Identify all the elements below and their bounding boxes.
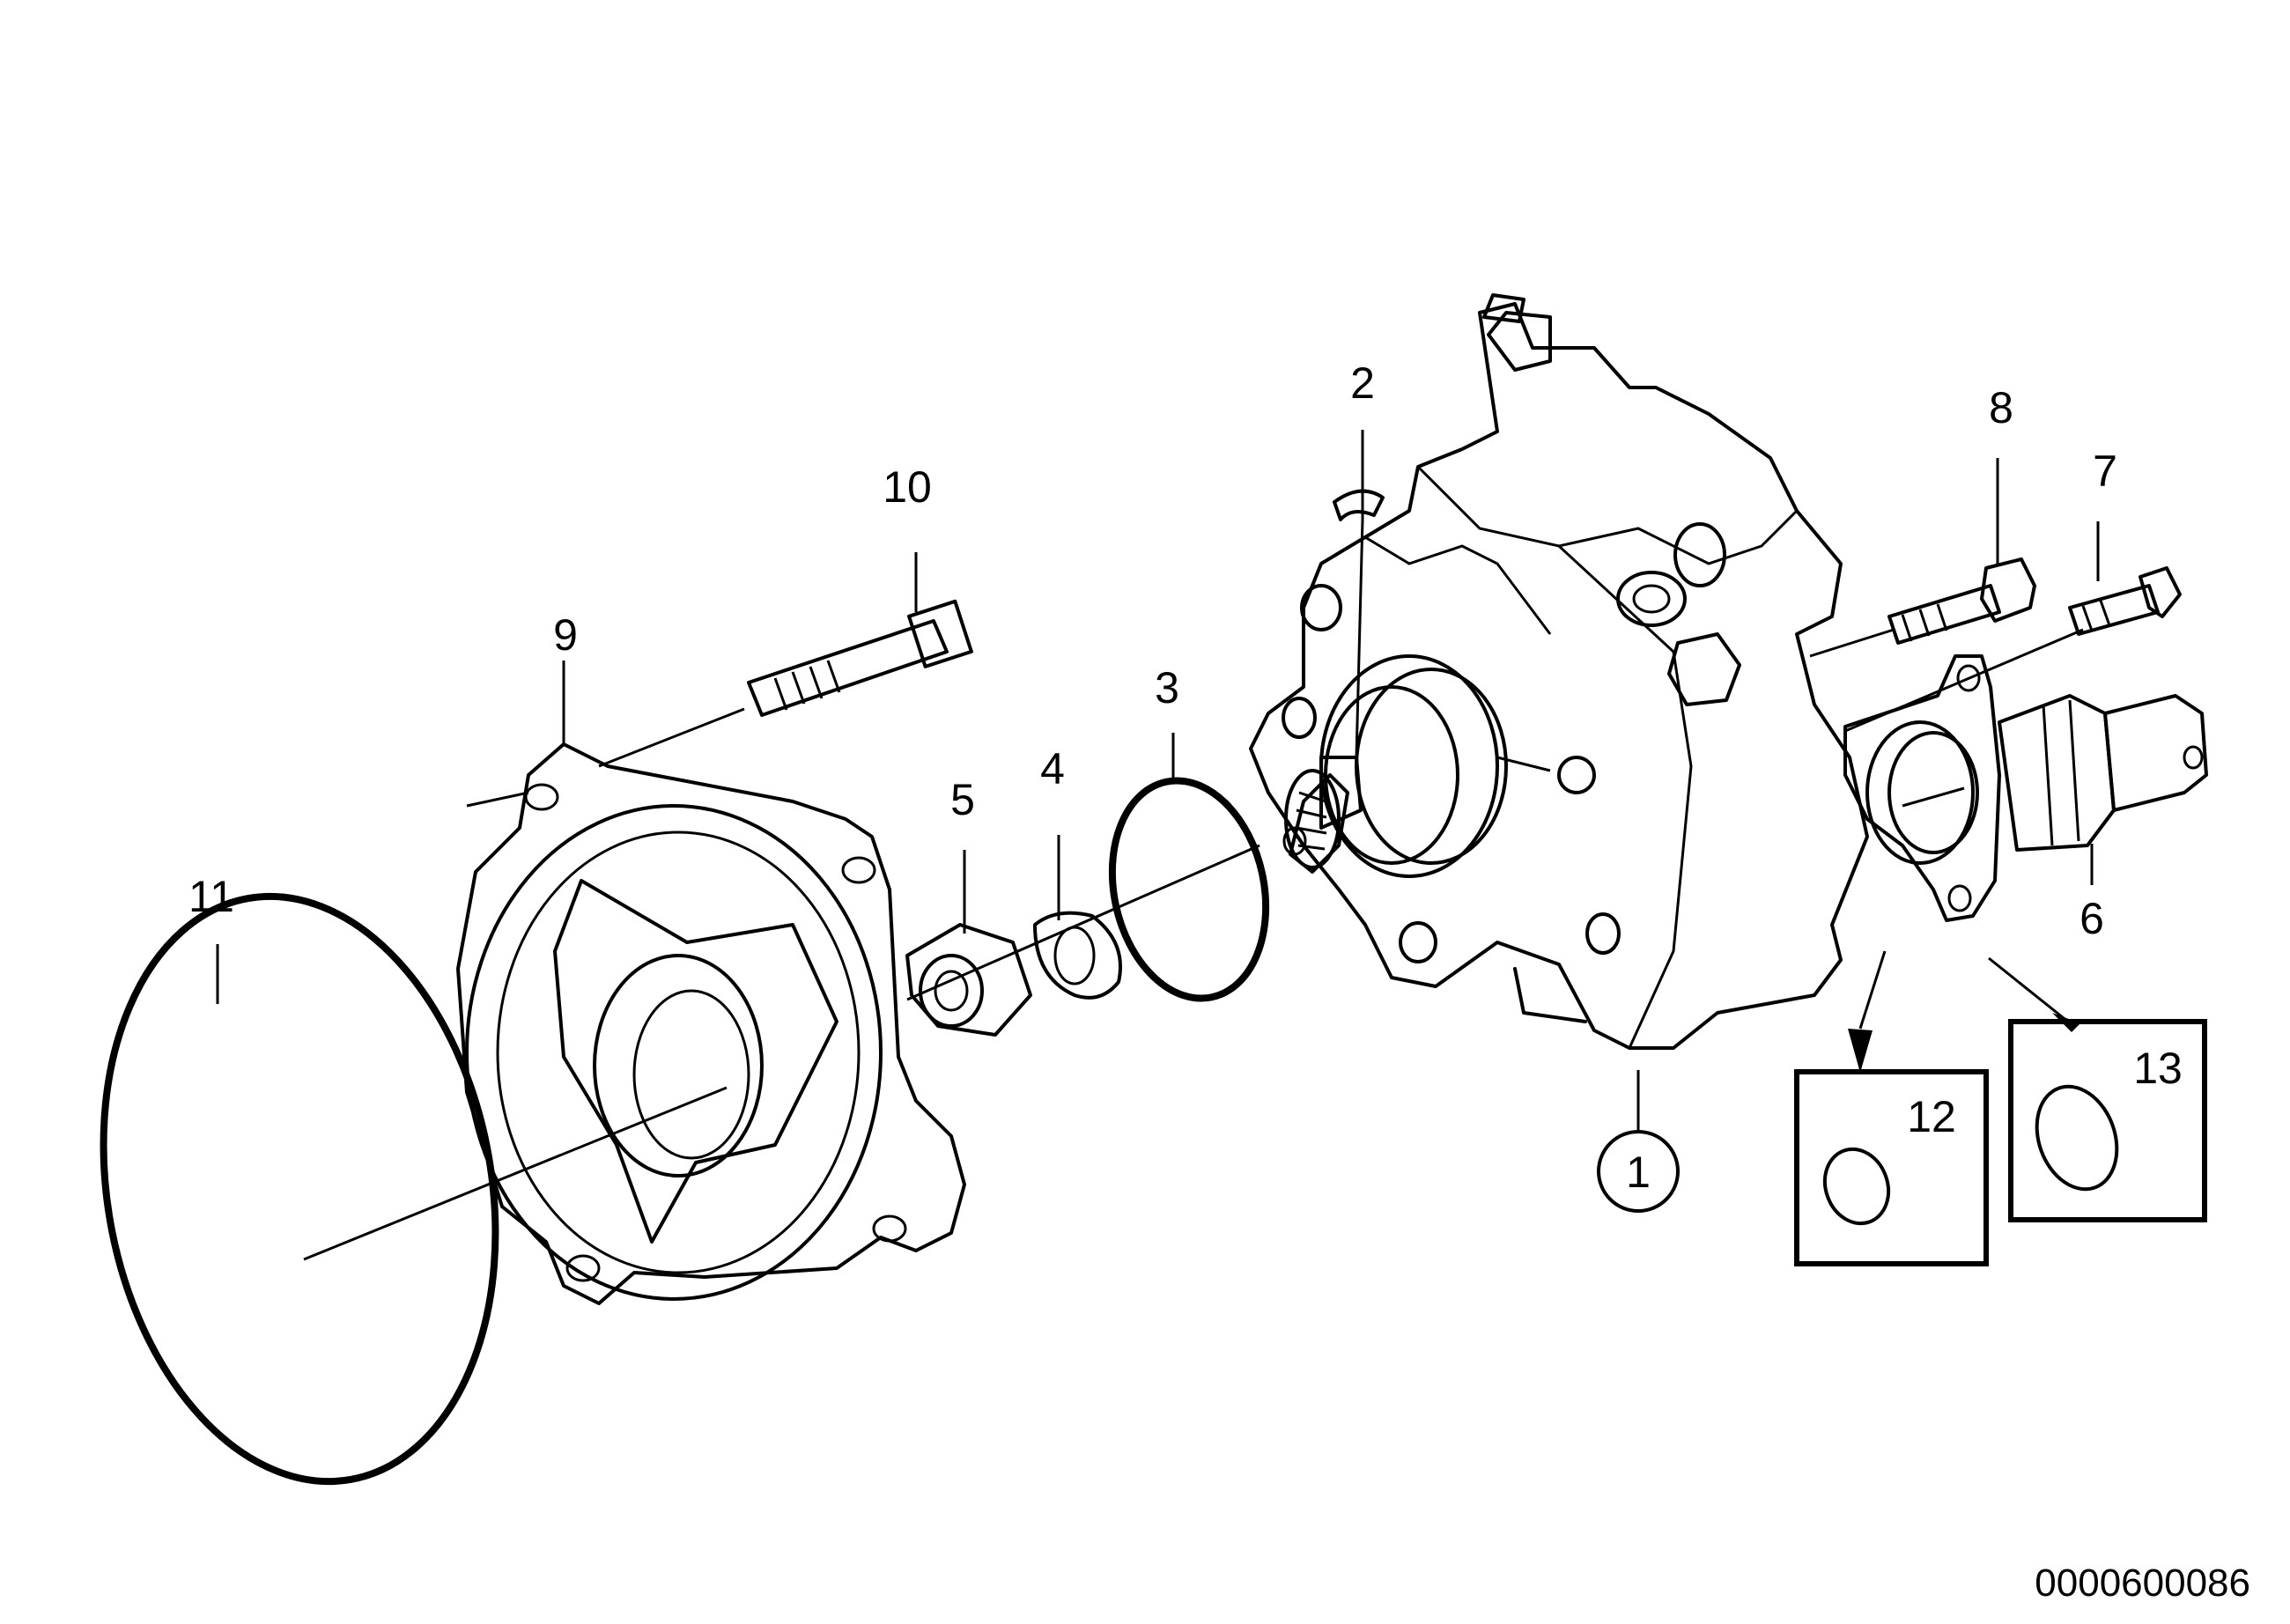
inset-box-12 bbox=[1794, 1029, 1989, 1266]
callout-11: 11 bbox=[188, 872, 234, 921]
callout-8: 8 bbox=[1989, 383, 2013, 432]
callout-12: 12 bbox=[1907, 1092, 1956, 1141]
part-10-bolt bbox=[747, 599, 973, 717]
callout-4: 4 bbox=[1040, 744, 1065, 794]
callout-7: 7 bbox=[2093, 447, 2117, 496]
part-7-screw bbox=[2068, 566, 2182, 636]
part-8-bolt bbox=[1887, 557, 2036, 645]
part-3-oring bbox=[1108, 777, 1270, 1002]
callout-5: 5 bbox=[950, 775, 975, 824]
callout-9: 9 bbox=[553, 610, 578, 660]
reference-code: 0000600086 bbox=[2035, 1561, 2250, 1605]
callout-1: 1 bbox=[1626, 1148, 1651, 1197]
assembly-axis-lines bbox=[303, 628, 2084, 1261]
part-5-hex-nut bbox=[905, 923, 1032, 1037]
inset-box-13 bbox=[2008, 1013, 2207, 1222]
part-11-oring bbox=[100, 892, 499, 1486]
callout-leaders bbox=[216, 430, 2100, 1132]
part-9-cover-plate bbox=[456, 742, 966, 1305]
callout-6: 6 bbox=[2079, 894, 2104, 943]
callout-2: 2 bbox=[1350, 358, 1375, 408]
part-6-regulator-valve bbox=[1843, 654, 2208, 922]
callout-1-circle bbox=[1597, 1130, 1680, 1213]
part-2-woodruff-key bbox=[1333, 489, 1385, 521]
callout-13: 13 bbox=[2133, 1044, 2183, 1093]
callout-10: 10 bbox=[883, 462, 932, 512]
part-1-pump-body bbox=[1249, 293, 1869, 1050]
callout-3: 3 bbox=[1155, 663, 1179, 712]
